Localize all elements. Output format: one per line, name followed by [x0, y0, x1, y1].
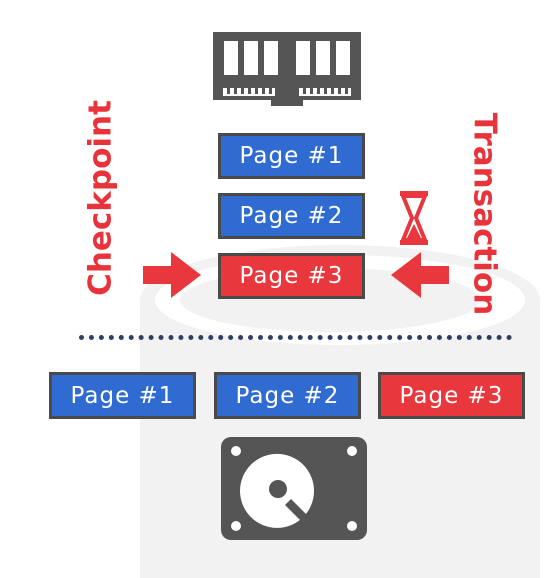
disk-page-2: Page #2	[214, 372, 361, 419]
memory-disk-divider	[79, 335, 512, 340]
memory-page-3: Page #3	[218, 253, 365, 299]
checkpoint-label: Checkpoint	[82, 100, 119, 296]
memory-page-2: Page #2	[218, 193, 365, 239]
disk-page-1: Page #1	[49, 372, 196, 419]
ram-chip-icon	[213, 32, 361, 106]
memory-page-1: Page #1	[218, 133, 365, 179]
arrow-right-icon	[143, 252, 201, 298]
transaction-label: Transaction	[466, 112, 503, 316]
arrow-left-icon	[391, 252, 449, 298]
hourglass-icon	[400, 191, 428, 245]
hard-disk-icon	[221, 437, 367, 540]
disk-page-3: Page #3	[378, 372, 525, 419]
